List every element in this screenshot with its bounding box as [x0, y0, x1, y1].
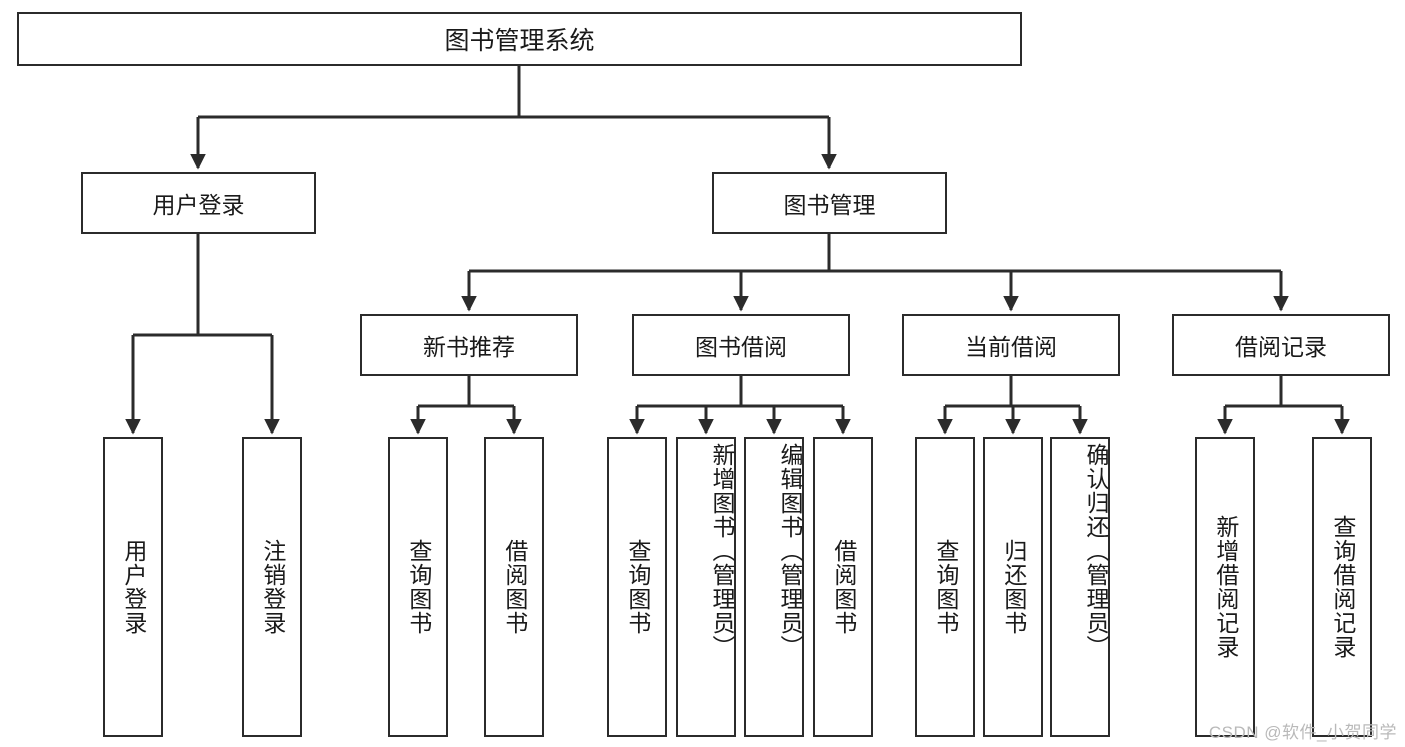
node-label: 用户登录 — [120, 539, 147, 635]
leaf-borrow-record-query[interactable]: 查询借阅记录 — [1312, 437, 1372, 737]
node-label: 借阅图书 — [830, 539, 857, 635]
leaf-book-borrow-borrow[interactable]: 借阅图书 — [813, 437, 873, 737]
node-root-library-system[interactable]: 图书管理系统 — [17, 12, 1022, 66]
node-label: 新增图书（管理员） — [709, 443, 735, 659]
leaf-borrow-record-add[interactable]: 新增借阅记录 — [1195, 437, 1255, 737]
leaf-current-borrow-confirm-return[interactable]: 确认归还（管理员） — [1050, 437, 1110, 737]
leaf-new-book-query[interactable]: 查询图书 — [388, 437, 448, 737]
node-label: 当前借阅 — [965, 334, 1057, 360]
leaf-new-book-borrow[interactable]: 借阅图书 — [484, 437, 544, 737]
leaf-current-borrow-return[interactable]: 归还图书 — [983, 437, 1043, 737]
node-label: 归还图书 — [1000, 539, 1027, 635]
node-borrow-record[interactable]: 借阅记录 — [1172, 314, 1390, 376]
node-label: 图书借阅 — [695, 334, 787, 360]
node-new-book-recommend[interactable]: 新书推荐 — [360, 314, 578, 376]
node-label: 新书推荐 — [423, 334, 515, 360]
node-book-borrow[interactable]: 图书借阅 — [632, 314, 850, 376]
csdn-watermark: CSDN @软件_小贺同学 — [1208, 723, 1397, 742]
node-current-borrow[interactable]: 当前借阅 — [902, 314, 1120, 376]
leaf-user-login-login[interactable]: 用户登录 — [103, 437, 163, 737]
node-label: 图书管理 — [783, 192, 876, 218]
leaf-user-login-logout[interactable]: 注销登录 — [242, 437, 302, 737]
node-label: 查询图书 — [624, 539, 651, 635]
node-label: 查询图书 — [932, 539, 959, 635]
leaf-current-borrow-query[interactable]: 查询图书 — [915, 437, 975, 737]
node-label: 查询图书 — [405, 539, 432, 635]
node-label: 借阅图书 — [501, 539, 528, 635]
node-label: 新增借阅记录 — [1212, 515, 1239, 659]
node-user-login[interactable]: 用户登录 — [81, 172, 316, 234]
node-book-management[interactable]: 图书管理 — [712, 172, 947, 234]
node-label: 注销登录 — [259, 539, 286, 635]
node-label: 借阅记录 — [1235, 334, 1327, 360]
node-label: 查询借阅记录 — [1329, 515, 1356, 659]
leaf-book-borrow-add[interactable]: 新增图书（管理员） — [676, 437, 736, 737]
node-label: 确认归还（管理员） — [1083, 443, 1109, 659]
node-label: 图书管理系统 — [444, 27, 595, 55]
node-label: 编辑图书（管理员） — [777, 443, 803, 659]
leaf-book-borrow-query[interactable]: 查询图书 — [607, 437, 667, 737]
leaf-book-borrow-edit[interactable]: 编辑图书（管理员） — [744, 437, 804, 737]
node-label: 用户登录 — [152, 192, 245, 218]
